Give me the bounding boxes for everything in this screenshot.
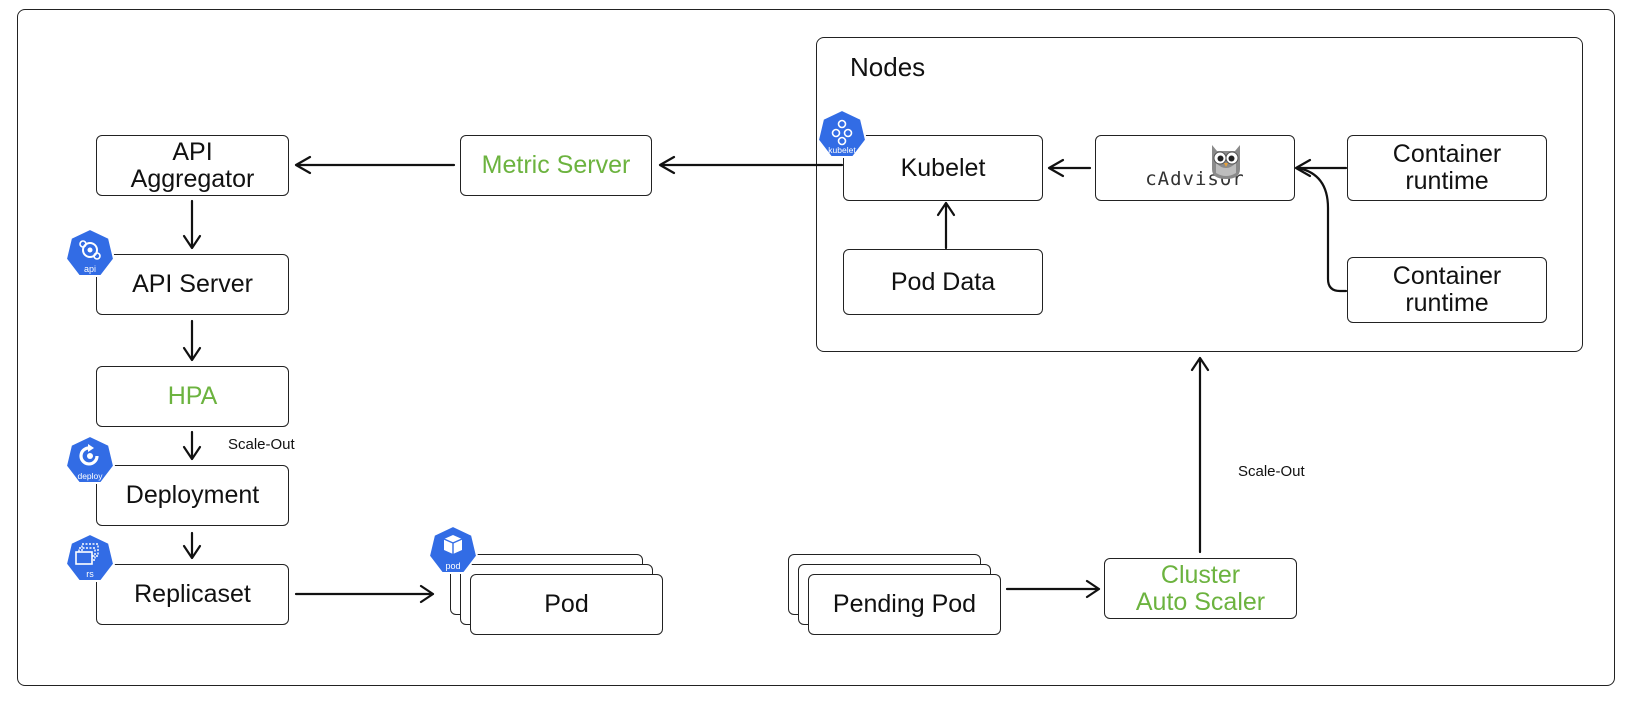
replicaset-label: Replicaset — [134, 580, 251, 608]
replicaset-box: Replicaset — [96, 564, 289, 625]
outer-frame — [17, 9, 1615, 686]
nodes-group — [816, 37, 1583, 352]
deployment-box: Deployment — [96, 465, 289, 526]
arrow-kubelet-to-metric — [658, 155, 844, 175]
arrow-autoscaler-to-nodes — [1190, 356, 1210, 554]
metric-server-box: Metric Server — [460, 135, 652, 196]
arrow-cadvisor-to-kubelet — [1047, 158, 1092, 178]
api-badge-icon: api — [64, 227, 116, 277]
container-runtime-label-1: Container runtime — [1392, 140, 1502, 195]
kubelet-label: Kubelet — [900, 153, 986, 182]
arrow-runtime1-to-cadvisor — [1294, 158, 1348, 178]
pod-box: Pod — [470, 574, 663, 635]
arrow-runtime2-to-cadvisor — [1296, 166, 1348, 293]
arrow-pending-to-autoscaler — [1005, 579, 1101, 599]
arrow-deployment-to-replicaset — [182, 531, 202, 560]
hpa-box: HPA — [96, 366, 289, 427]
pod-badge-icon: pod — [427, 524, 479, 574]
container-runtime-box-1: Container runtime — [1347, 135, 1547, 201]
arrow-hpa-to-deployment — [182, 430, 202, 461]
arrow-metric-to-aggregator — [294, 155, 456, 175]
rs-badge-icon: rs — [64, 532, 116, 582]
hpa-label: HPA — [167, 382, 218, 410]
kubelet-badge-text: kubelet — [828, 145, 856, 155]
api-server-box: API Server — [96, 254, 289, 315]
pod-label: Pod — [544, 590, 589, 618]
nodes-title: Nodes — [850, 52, 926, 82]
arrow-apiserver-to-hpa — [182, 319, 202, 362]
rs-badge-text: rs — [86, 569, 94, 579]
deploy-badge-icon: deploy — [64, 434, 116, 484]
api-server-label: API Server — [132, 270, 253, 298]
deployment-label: Deployment — [125, 481, 260, 509]
cadvisor-owl-icon — [1212, 145, 1240, 179]
cluster-auto-scaler-box: Cluster Auto Scaler — [1104, 558, 1297, 619]
pod-data-box: Pod Data — [843, 249, 1043, 315]
arrow-poddata-to-kubelet — [936, 201, 956, 250]
scale-out-label-cluster: Scale-Out — [1238, 463, 1305, 480]
pod-data-label: Pod Data — [890, 267, 996, 296]
arrow-replicaset-to-pod — [294, 584, 435, 604]
kubelet-badge-icon: kubelet — [816, 108, 868, 158]
api-aggregator-label: API Aggregator — [130, 137, 255, 193]
api-aggregator-box: API Aggregator — [96, 135, 289, 196]
deploy-badge-text: deploy — [77, 471, 103, 481]
api-badge-text: api — [84, 264, 96, 274]
container-runtime-label-2: Container runtime — [1392, 262, 1502, 317]
arrow-aggregator-to-apiserver — [182, 199, 202, 250]
cluster-auto-scaler-label: Cluster Auto Scaler — [1135, 560, 1266, 616]
metric-server-label: Metric Server — [481, 151, 631, 179]
kubelet-box: Kubelet — [843, 135, 1043, 201]
scale-out-label-hpa: Scale-Out — [228, 436, 295, 453]
pending-pod-label: Pending Pod — [832, 590, 977, 618]
container-runtime-box-2: Container runtime — [1347, 257, 1547, 323]
pending-pod-box: Pending Pod — [808, 574, 1001, 635]
cadvisor-box: cAdvisor — [1095, 135, 1295, 201]
pod-badge-text: pod — [445, 561, 460, 571]
